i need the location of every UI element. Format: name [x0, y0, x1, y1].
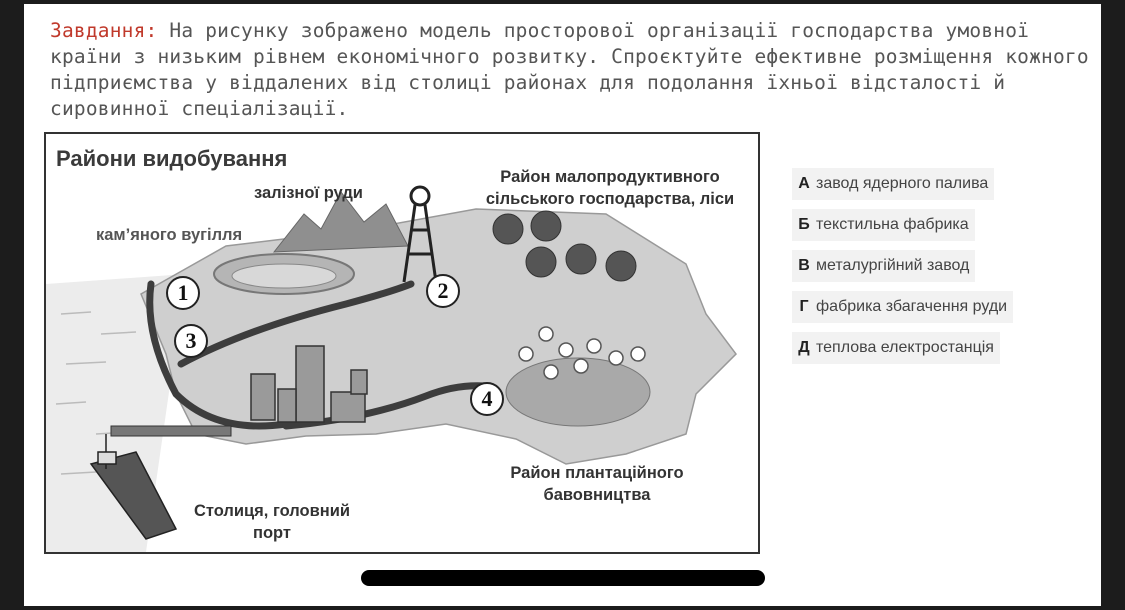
cotton-field: [505, 357, 651, 427]
option-text: металургійний завод: [816, 257, 970, 274]
option-letter: Б: [798, 216, 810, 233]
home-indicator-bar[interactable]: [361, 570, 765, 586]
page: Завдання: На рисунку зображено модель пр…: [24, 4, 1101, 606]
marker-1: 1: [166, 276, 200, 310]
option-text: теплова електростанція: [816, 339, 994, 356]
label-capital-port: Столиця, головний порт: [193, 502, 351, 542]
pier: [110, 425, 232, 437]
option-letter: В: [798, 257, 810, 274]
mountains: [272, 191, 409, 253]
forest-trees: [492, 210, 637, 282]
label-coal: кам’яного вугілля: [96, 226, 243, 244]
label-agriculture-forest: Район малопродуктивного сільського госпо…: [485, 168, 735, 208]
option-text: текстильна фабрика: [816, 216, 969, 233]
option-letter: Д: [798, 339, 810, 356]
task-description: На рисунку зображено модель просторової …: [50, 19, 1089, 120]
option-text: завод ядерного палива: [816, 175, 989, 192]
cotton-plants: [518, 326, 646, 380]
option-text: фабрика збагачення руди: [816, 298, 1008, 315]
task-label: Завдання:: [50, 19, 158, 42]
task-text-block: Завдання: На рисунку зображено модель пр…: [50, 18, 1090, 122]
option-v[interactable]: В металургійний завод: [792, 250, 976, 282]
option-letter: Г: [799, 298, 809, 315]
option-letter: А: [798, 175, 810, 192]
label-cotton-plantations: Район плантаційного бавовництва: [510, 464, 684, 504]
country-map-illustration: [46, 185, 737, 552]
option-h[interactable]: Г фабрика збагачення руди: [792, 291, 1014, 323]
marker-4: 4: [470, 382, 504, 416]
option-d[interactable]: Д теплова електростанція: [792, 332, 1000, 364]
figure-title: Райони видобування: [56, 146, 288, 171]
marker-2: 2: [426, 274, 460, 308]
economic-model-figure: Райони видобування залізної руди кам’яно…: [44, 132, 760, 554]
ship: [89, 434, 178, 540]
option-a[interactable]: А завод ядерного палива: [792, 168, 995, 200]
marker-3: 3: [174, 324, 208, 358]
mine-tower: [402, 185, 438, 283]
factory: [250, 345, 368, 423]
label-iron-ore: залізної руди: [254, 184, 363, 202]
option-b[interactable]: Б текстильна фабрика: [792, 209, 975, 241]
